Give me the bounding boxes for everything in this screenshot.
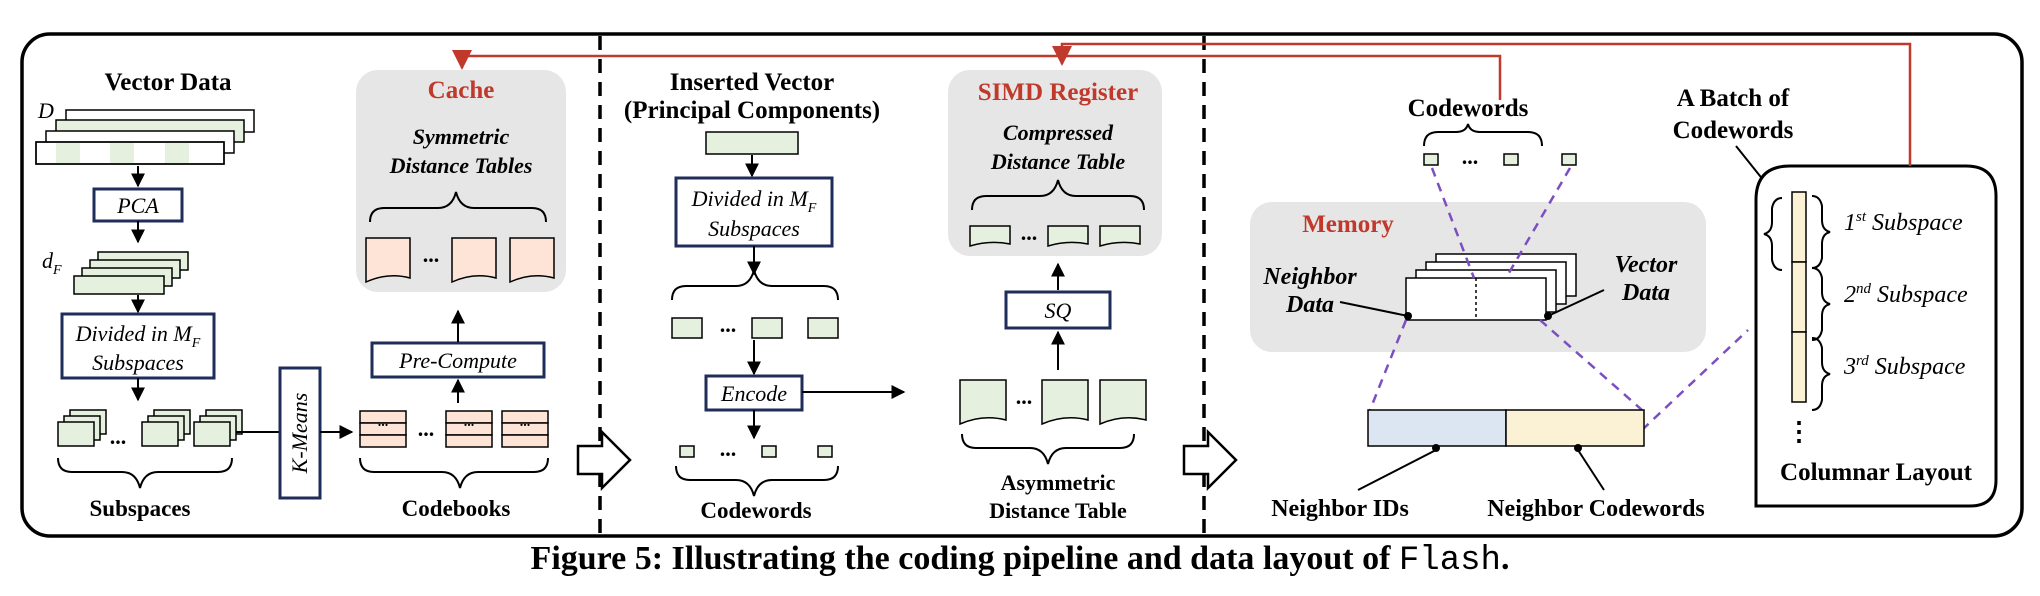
adt-brace (961, 433, 1135, 465)
svg-text:Asymmetric: Asymmetric (1001, 470, 1116, 495)
subvector-blocks (671, 317, 839, 339)
svg-text:...: ... (464, 415, 475, 430)
svg-text:Vector: Vector (1615, 252, 1678, 278)
memory-title: Memory (1302, 211, 1394, 238)
subspace-3-label: 3rd Subspace (1843, 353, 1966, 380)
svg-text:...: ... (1016, 384, 1033, 409)
asymmetric-tables (959, 379, 1147, 426)
svg-text:Data: Data (1621, 280, 1670, 306)
precompute-box (370, 341, 546, 379)
neighbor-codewords-bar (1505, 409, 1645, 447)
svg-text:...: ... (1462, 144, 1479, 169)
svg-text:...: ... (720, 312, 737, 337)
outer-frame (20, 32, 2024, 538)
svg-text:...: ... (720, 436, 737, 461)
columnar-panel (1754, 164, 1998, 508)
svg-text:Distance Table: Distance Table (990, 149, 1125, 174)
transition-arrow-1 (576, 428, 632, 492)
pca-label: PCA (116, 193, 159, 218)
svg-text:A Batch of: A Batch of (1677, 85, 1790, 112)
svg-text:(Principal Components): (Principal Components) (624, 97, 880, 124)
subspaces-brace (57, 457, 233, 489)
svg-text:...: ... (423, 242, 440, 267)
svg-text:...: ... (418, 416, 435, 441)
svg-text:Distance Tables: Distance Tables (389, 153, 533, 178)
divided-box-left (60, 312, 216, 380)
divided-brace (671, 269, 839, 301)
simd-panel (948, 70, 1162, 256)
vector-data-title: Vector Data (104, 69, 232, 96)
codebooks-label: Codebooks (402, 496, 511, 521)
codewords-title-right: Codewords (1408, 95, 1529, 122)
neighbor-ids-label: Neighbor IDs (1271, 496, 1409, 522)
compressed-tables (969, 225, 1141, 248)
svg-text:Codewords: Codewords (1673, 117, 1794, 144)
memory-records (1405, 253, 1577, 321)
kmeans-box (278, 366, 322, 500)
svg-text:...: ... (378, 415, 389, 430)
cache-title: Cache (428, 77, 495, 104)
sq-label: SQ (1045, 298, 1072, 323)
svg-text:Data: Data (1285, 292, 1334, 318)
subspace-1-label: 1st Subspace (1844, 209, 1963, 236)
memory-links (1368, 167, 1749, 431)
simd-title: SIMD Register (978, 79, 1138, 106)
svg-text:Distance Table: Distance Table (989, 498, 1127, 523)
svg-text:Subspaces: Subspaces (708, 216, 800, 241)
svg-text:Symmetric: Symmetric (413, 124, 510, 149)
subspace-2-label: 2nd Subspace (1844, 281, 1968, 308)
codewords-label-middle: Codewords (700, 498, 811, 523)
svg-text:...: ... (110, 424, 127, 449)
svg-text:Subspaces: Subspaces (92, 350, 184, 375)
cache-panel (356, 70, 566, 292)
neighbor-ids-bar (1367, 409, 1507, 447)
reduced-vector-stack (73, 251, 189, 295)
divided-box-middle (674, 176, 834, 248)
codewords-brace-middle (675, 465, 839, 497)
inserted-vector (705, 131, 799, 155)
dF-label: dF (42, 248, 62, 278)
symmetric-tables (365, 237, 555, 284)
columnar-layout-label: Columnar Layout (1780, 459, 1973, 486)
d-label: D (37, 98, 54, 123)
kmeans-label: K-Means (287, 393, 312, 475)
cache-brace (369, 191, 547, 223)
vector-data-stack (35, 109, 255, 165)
svg-text:...: ... (520, 415, 531, 430)
codebooks-brace (359, 457, 549, 489)
transition-arrow-2 (1182, 428, 1238, 492)
precompute-label: Pre-Compute (398, 348, 517, 373)
simd-brace (971, 179, 1145, 211)
svg-text:Neighbor: Neighbor (1262, 264, 1357, 290)
feedback-lines (452, 42, 1912, 166)
svg-text:Inserted Vector: Inserted Vector (670, 69, 835, 96)
subspace-stacks (57, 409, 243, 447)
codeword-blocks-right (1423, 153, 1577, 166)
codebook-tables (359, 410, 549, 448)
encode-label: Encode (720, 381, 787, 406)
codeword-blocks (679, 445, 833, 458)
svg-text:...: ... (1021, 220, 1038, 245)
svg-text:Divided in MF: Divided in MF (75, 321, 201, 351)
subspaces-label: Subspaces (90, 496, 191, 521)
svg-text:Divided in MF: Divided in MF (691, 186, 817, 216)
neighbor-codewords-label: Neighbor Codewords (1487, 496, 1705, 522)
svg-text:⋮: ⋮ (1786, 417, 1812, 446)
sq-box (1004, 290, 1112, 330)
svg-text:Compressed: Compressed (1003, 120, 1114, 145)
figure-caption: Figure 5: Illustrating the coding pipeli… (530, 540, 1510, 580)
columnar-stripe (1791, 191, 1807, 403)
